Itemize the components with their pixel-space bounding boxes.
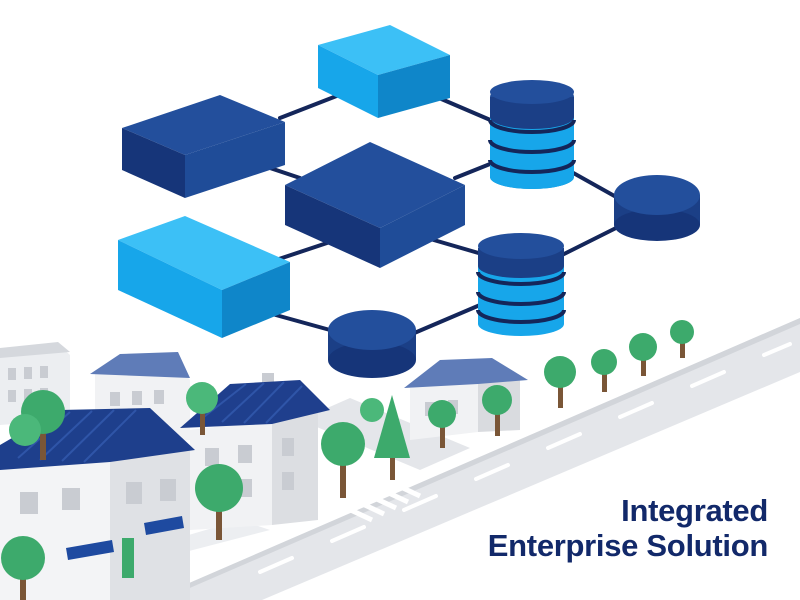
tree-icon bbox=[670, 320, 694, 358]
databases bbox=[328, 80, 700, 378]
database-cylinder-icon bbox=[476, 233, 566, 336]
tree-icon bbox=[195, 464, 243, 540]
headline: Integrated Enterprise Solution bbox=[487, 493, 769, 563]
headline-line-1: Integrated bbox=[621, 493, 768, 528]
server-block-icon bbox=[285, 142, 465, 268]
tree-icon bbox=[428, 400, 456, 448]
tree-icon bbox=[186, 382, 218, 435]
tree-icon bbox=[482, 385, 512, 436]
database-cylinder-icon bbox=[488, 80, 576, 189]
server-block-icon bbox=[122, 95, 285, 198]
server-block-icon bbox=[318, 25, 450, 118]
tree-icon bbox=[321, 422, 365, 498]
trees bbox=[1, 320, 694, 600]
headline-line-2: Enterprise Solution bbox=[487, 527, 769, 563]
tree-icon bbox=[591, 349, 617, 392]
lane-markings bbox=[258, 342, 792, 574]
tree-icon bbox=[9, 390, 65, 460]
tree-icon bbox=[374, 395, 410, 480]
crosswalk bbox=[338, 478, 422, 523]
tree-icon bbox=[544, 356, 576, 408]
tree-icon bbox=[360, 398, 384, 422]
server-blocks bbox=[118, 25, 465, 338]
tree-icon bbox=[1, 536, 45, 600]
tree-icon bbox=[629, 333, 657, 376]
server-block-icon bbox=[118, 216, 290, 338]
database-cylinder-icon bbox=[328, 310, 416, 378]
database-cylinder-icon bbox=[614, 175, 700, 241]
